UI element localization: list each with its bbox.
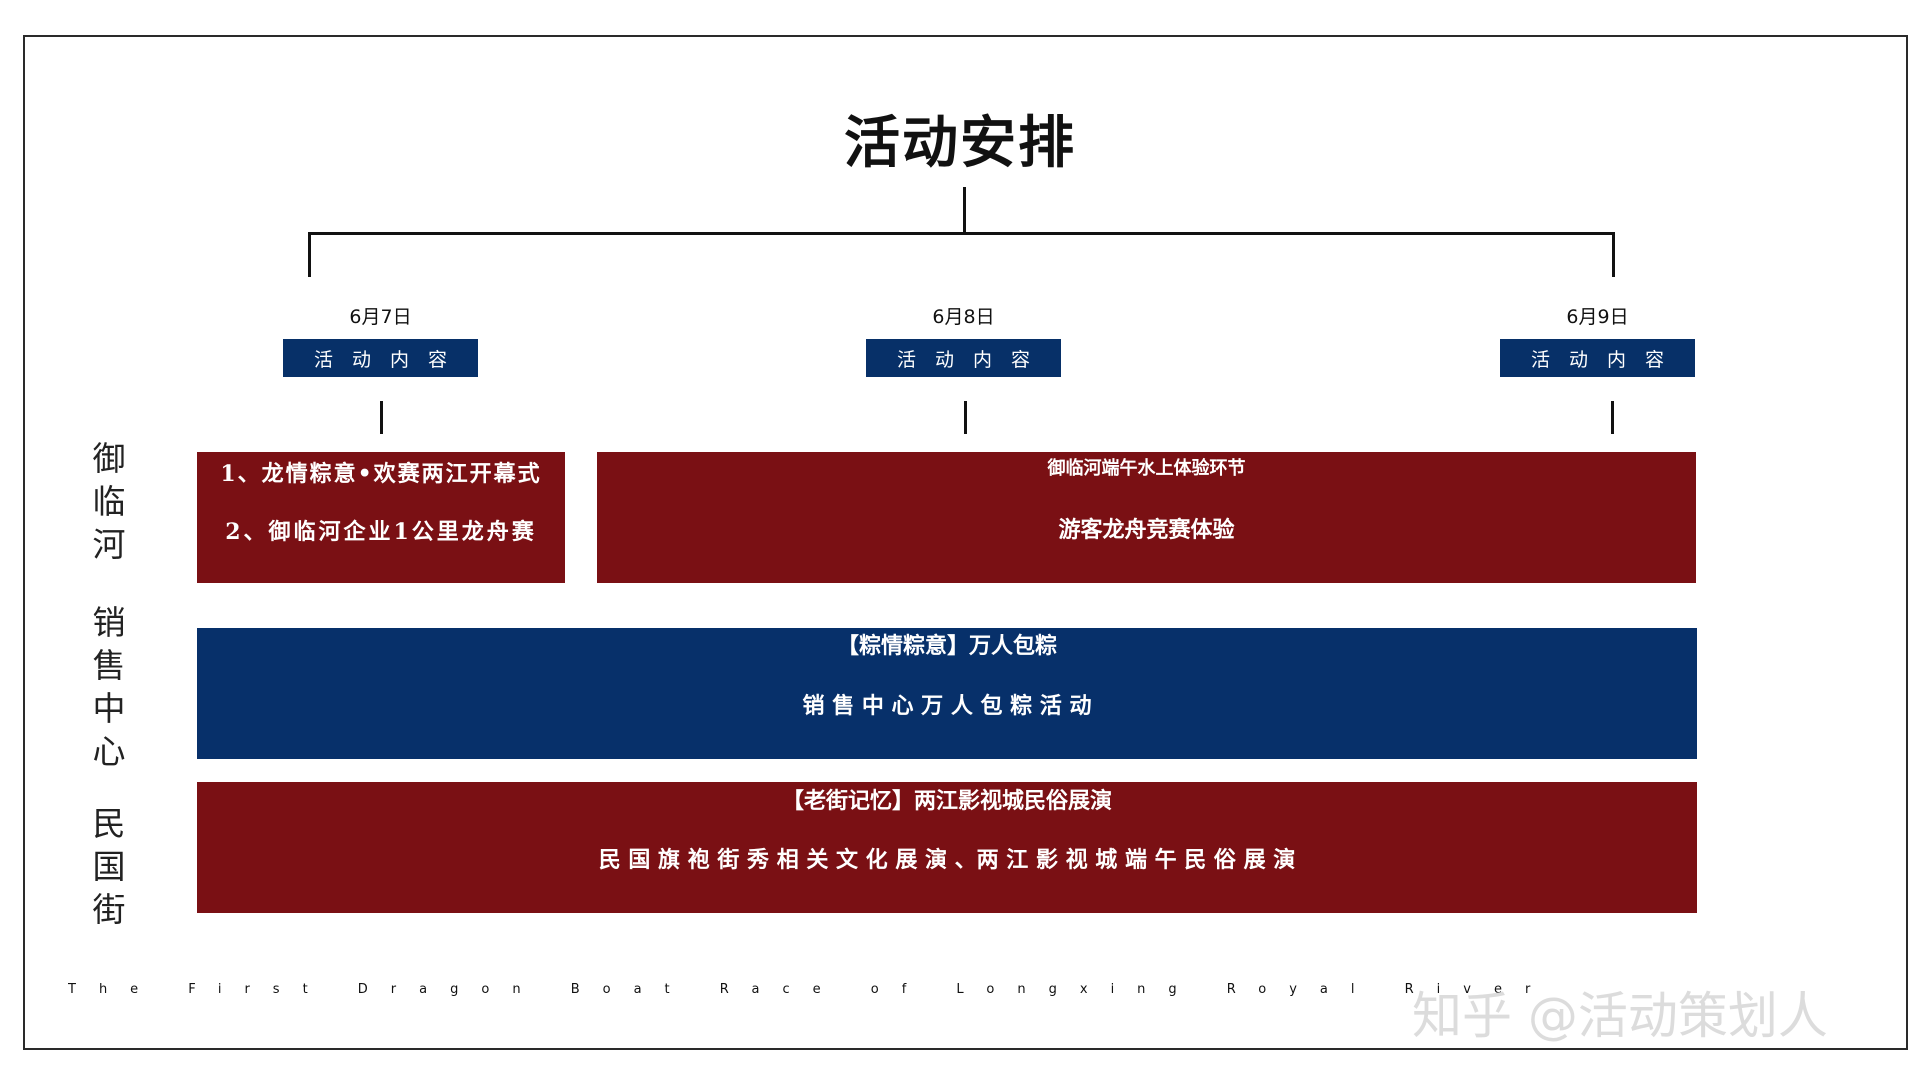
footer-caption: The First Dragon Boat Race of Longxing R… [68, 982, 1554, 997]
day-1-tag-label: 活 动 内 容 [313, 348, 447, 371]
day-2-tag-label: 活 动 内 容 [896, 348, 1030, 371]
venue-sales-center: 销售中心 [92, 603, 126, 771]
day-3-tag-label: 活 动 内 容 [1530, 348, 1664, 371]
event-box-day1-yulinhe: 1、龙情粽意•欢赛两江开幕式 2、御临河企业1公里龙舟赛 [197, 452, 565, 583]
event-sales-body: 销 售 中 心 万 人 包 粽 活 动 [802, 693, 1092, 719]
event-minguojie-heading: 【老街记忆】两江影视城民俗展演 [781, 788, 1112, 814]
connector-branch-3 [1612, 232, 1615, 277]
connector-branch-1 [308, 232, 311, 277]
connector-horizontal [308, 232, 1615, 235]
event-box-day23-yulinhe: 御临河端午水上体验环节 游客龙舟竞赛体验 [597, 452, 1696, 583]
venue-yulinhe: 御临河 [92, 439, 126, 564]
day-1-date: 6月7日 [349, 306, 412, 328]
day-3-date: 6月9日 [1566, 306, 1629, 328]
slide-frame [23, 35, 1908, 1050]
connector-trunk [963, 187, 966, 233]
event-day1-line1: 1、龙情粽意•欢赛两江开幕式 [220, 461, 542, 487]
event-box-minguojie: 【老街记忆】两江影视城民俗展演 民 国 旗 袍 街 秀 相 关 文 化 展 演 … [197, 782, 1697, 913]
page-title: 活动安排 [844, 110, 1076, 176]
day-1-tag: 活 动 内 容 [283, 339, 478, 377]
event-minguojie-body: 民 国 旗 袍 街 秀 相 关 文 化 展 演 、两 江 影 视 城 端 午 民… [598, 847, 1296, 873]
day-2-tag: 活 动 内 容 [866, 339, 1061, 377]
event-box-sales-center: 【粽情粽意】万人包粽 销 售 中 心 万 人 包 粽 活 动 [197, 628, 1697, 759]
day-2-date: 6月8日 [932, 306, 995, 328]
tick-day-1 [380, 401, 383, 434]
day-3-tag: 活 动 内 容 [1500, 339, 1695, 377]
watermark: 知乎 @活动策划人 [1412, 987, 1828, 1045]
event-sales-heading: 【粽情粽意】万人包粽 [836, 633, 1057, 659]
event-day23-body: 游客龙舟竞赛体验 [1058, 517, 1235, 543]
tick-day-2 [964, 401, 967, 434]
tick-day-3 [1611, 401, 1614, 434]
event-day1-line2: 2、御临河企业1公里龙舟赛 [225, 519, 537, 545]
event-day23-heading: 御临河端午水上体验环节 [1047, 458, 1246, 479]
venue-minguojie: 民国街 [92, 804, 126, 929]
